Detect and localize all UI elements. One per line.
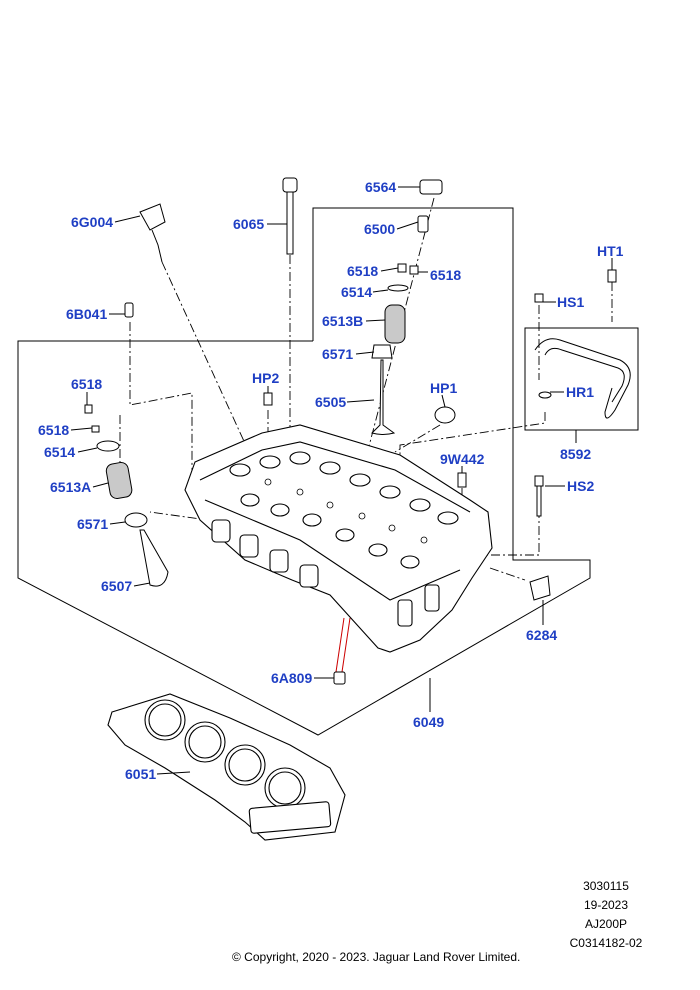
sensor-6G004	[139, 203, 166, 231]
bolt-head-6065	[282, 177, 298, 193]
bolt-shank-6065	[286, 191, 294, 255]
collet-6518-c	[84, 404, 93, 414]
hose-box-8592	[524, 327, 639, 431]
callout-9W442: 9W442	[440, 451, 485, 467]
callout-6284: 6284	[526, 627, 557, 643]
valve-train-exhaust	[371, 179, 443, 435]
callout-6B041: 6B041	[66, 306, 107, 322]
callout-6507: 6507	[101, 578, 132, 594]
callout-6051: 6051	[125, 766, 156, 782]
callout-8592: 8592	[560, 446, 591, 462]
cylinder-head-6049	[184, 424, 493, 653]
plug-HP2	[263, 392, 273, 406]
bolt-HT1	[607, 269, 617, 283]
callout-6065: 6065	[233, 216, 264, 232]
callout-6A809: 6A809	[271, 670, 312, 686]
valve-spring-6513A	[105, 461, 133, 500]
callout-HS1: HS1	[557, 294, 584, 310]
spring-seat-6514-b	[96, 440, 120, 452]
callout-HP1: HP1	[430, 380, 457, 396]
callout-6571-b: 6571	[77, 516, 108, 532]
callout-6571-a: 6571	[322, 346, 353, 362]
callout-6514-a: 6514	[341, 284, 372, 300]
callout-6513B: 6513B	[322, 313, 363, 329]
callout-HS2: HS2	[567, 478, 594, 494]
dowel-6B041	[124, 302, 134, 318]
callout-leaders	[70, 186, 613, 775]
stud-9W442	[457, 472, 467, 488]
meta-line-2: 19-2023	[583, 898, 629, 912]
copyright-notice: © Copyright, 2020 - 2023. Jaguar Land Ro…	[232, 950, 521, 964]
valve-6505	[371, 359, 396, 435]
sensor-6284	[529, 575, 551, 601]
collet-6518-b	[409, 265, 419, 275]
callout-6G004: 6G004	[71, 214, 113, 230]
callout-6518-a: 6518	[347, 263, 378, 279]
bolt-shank-HS2	[536, 485, 542, 517]
assembly-bracket-6049	[17, 207, 591, 736]
valve-spring-6513B	[384, 304, 406, 344]
valve-stem-seal-6571	[371, 344, 393, 359]
head-gasket-6051	[107, 693, 346, 841]
dowel-leader	[335, 617, 351, 673]
plug-HP1	[434, 406, 456, 424]
valve-train-intake	[84, 404, 169, 587]
lash-adjuster-6500	[417, 215, 429, 233]
callout-HR1: HR1	[566, 384, 594, 400]
collet-6518-a	[397, 263, 407, 273]
dowel-6A809	[333, 671, 346, 685]
clip-HR1	[538, 391, 552, 399]
bolt-HS1	[534, 293, 544, 303]
small-parts	[124, 177, 551, 685]
callout-6518-b: 6518	[430, 267, 461, 283]
bolt-head-HS2	[534, 475, 544, 487]
callout-6505: 6505	[315, 394, 346, 410]
callout-6514-b: 6514	[44, 444, 75, 460]
callout-6513A: 6513A	[50, 479, 91, 495]
spring-seat-6514	[387, 284, 409, 292]
callout-6564: 6564	[365, 179, 396, 195]
valve-stem-seal-6571-b	[124, 512, 148, 528]
finger-follower-6564	[419, 179, 443, 195]
meta-line-3: AJ200P	[584, 917, 628, 931]
valve-6507	[139, 529, 169, 587]
callout-6500: 6500	[364, 221, 395, 237]
coolant-pipe-8592	[534, 269, 631, 419]
collet-6518-d	[91, 425, 100, 433]
callout-6518-d: 6518	[38, 422, 69, 438]
callout-HP2: HP2	[252, 370, 279, 386]
meta-line-4: C0314182-02	[569, 936, 643, 950]
callout-6049: 6049	[413, 714, 444, 730]
callout-6518-c: 6518	[71, 376, 102, 392]
meta-line-1: 3030115	[583, 879, 629, 893]
callout-HT1: HT1	[597, 243, 624, 259]
